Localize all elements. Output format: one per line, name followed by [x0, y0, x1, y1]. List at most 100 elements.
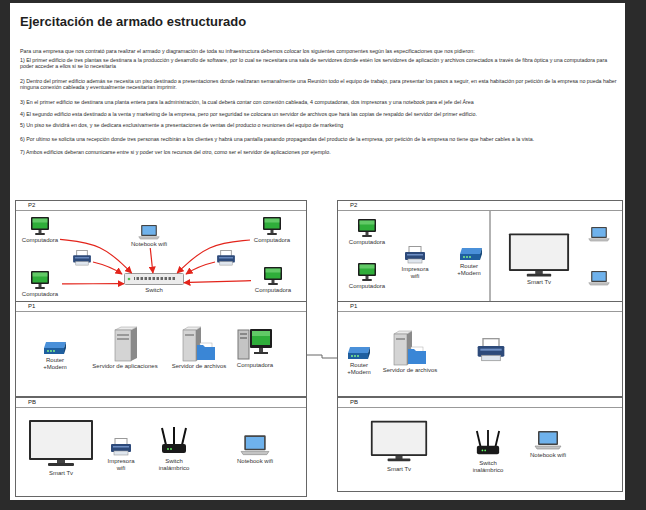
floor-box: P1Router +ModemServidor de archivos	[337, 301, 623, 397]
device-node: Computadora	[250, 216, 294, 244]
device-node: Computadora	[251, 266, 295, 294]
computer-icon	[358, 263, 376, 281]
device-label: Switch inalámbrico	[468, 460, 508, 474]
text-holder: Para una empresa que nos contrató para r…	[20, 48, 620, 54]
instruction-text: 6) Por ultimo se solicita una recepción …	[20, 136, 620, 142]
notebook-icon	[535, 431, 561, 449]
device-label: Servidor de archivos	[377, 367, 443, 374]
instruction-text: 7) Ambos edificios deberan comunicarse e…	[20, 149, 620, 155]
switch-icon	[125, 273, 184, 285]
device-label: Notebook wifi	[232, 458, 278, 465]
room-divider	[490, 211, 491, 301]
file-server-icon	[183, 327, 215, 361]
text-holder: 6) Por ultimo se solicita una recepción …	[20, 136, 620, 142]
device-node: Smart Tv	[508, 232, 570, 286]
cable-arrow	[184, 281, 251, 283]
instruction-text: 5) Un piso se dividirá en dos, y se dedi…	[20, 122, 620, 128]
printer-cable-arrow	[93, 262, 122, 274]
floor-box: P1Router +Modem Servidor de aplicacionesS…	[15, 301, 307, 397]
computer-icon	[31, 217, 49, 235]
cable-arrow	[62, 283, 124, 284]
wireless-switch-icon	[162, 427, 186, 453]
device-node: Servidor de aplicaciones	[86, 326, 164, 370]
notebook-icon	[139, 225, 159, 239]
device-label: Computadora	[251, 287, 295, 294]
device-node: Servidor de archivos	[166, 326, 232, 370]
computer-icon	[358, 219, 376, 237]
device-label: Impresora wifi	[103, 458, 139, 472]
device-node: Computadora	[18, 270, 62, 298]
printer-icon	[217, 250, 235, 265]
device-label: Computadora	[250, 237, 294, 244]
router-icon	[44, 342, 66, 354]
device-node: Switch	[124, 273, 184, 294]
device-label: Computadora	[345, 239, 389, 246]
computer-icon	[31, 271, 49, 289]
device-node: Impresora wifi	[397, 246, 433, 280]
floor-label: P1	[16, 302, 306, 312]
device-label: Computadora	[234, 362, 276, 369]
tv-icon	[509, 233, 569, 276]
device-node: Smart Tv	[370, 418, 428, 473]
notebook-icon	[589, 271, 609, 285]
instruction-text: 4) El segundo edificio esta destinado a …	[20, 111, 620, 117]
device-label: Computadora	[345, 283, 389, 290]
cable-arrow	[60, 239, 132, 273]
printer-icon	[478, 339, 505, 361]
floor-box: P2ComputadoraNotebook wifiComputadoraCom…	[15, 200, 307, 302]
floor-box: P2ComputadoraImpresora wifiRouter +Modem…	[337, 200, 623, 302]
printer-icon	[405, 247, 425, 264]
device-node: Router +Modem	[36, 340, 74, 371]
device-label: Notebook wifi	[525, 452, 571, 459]
router-icon	[348, 347, 370, 359]
tv-icon	[29, 420, 93, 466]
device-label: Smart Tv	[370, 466, 428, 473]
wireless-switch-icon	[477, 430, 499, 454]
floor-label: PB	[338, 398, 622, 408]
computer-icon	[264, 267, 282, 285]
instruction-text: 2) Dentro del primer edificio además se …	[20, 78, 620, 90]
instruction-text: 3) En el primer edificio se destinara un…	[20, 99, 620, 105]
floor-box: PB Smart Tv Impresora wifi Switch inalámbri…	[15, 397, 307, 497]
device-node: Notebook wifi	[232, 434, 278, 465]
device-node: Impresora wifi	[103, 438, 139, 472]
floor-label: PB	[16, 398, 306, 408]
device-node: Computadora	[20, 216, 60, 244]
device-label: Switch inalámbrico	[154, 458, 194, 472]
printer-icon	[111, 439, 131, 456]
floor-label: P1	[338, 302, 622, 312]
computer-icon	[263, 217, 281, 235]
device-label: Servidor de archivos	[166, 363, 232, 370]
title-holder: Ejercitación de armado estructurado	[20, 14, 246, 29]
tv-icon	[371, 421, 427, 461]
printer-icon	[73, 250, 91, 265]
desktop-icon	[238, 329, 272, 359]
device-node: Computadora	[234, 326, 276, 369]
device-node: Router +Modem	[340, 345, 378, 376]
device-label: Switch	[124, 287, 184, 294]
device-node: Computadora	[345, 218, 389, 246]
server-icon	[115, 327, 137, 361]
page-title: Ejercitación de armado estructurado	[20, 14, 246, 29]
floor-box: PB Smart Tv Switch inalámbrico Notebook wif…	[337, 397, 623, 492]
printer-cable-arrow	[186, 262, 215, 274]
text-holder: 1) El primer edificio de tres plantas se…	[20, 57, 620, 69]
device-node: Smart Tv	[28, 418, 94, 477]
device-label: Impresora wifi	[397, 266, 433, 280]
cable-arrow	[177, 240, 250, 273]
device-node: Notebook wifi	[525, 430, 571, 459]
device-node: Notebook wifi	[128, 224, 170, 248]
device-node: Servidor de archivos	[377, 330, 443, 374]
device-label: Smart Tv	[508, 279, 570, 286]
instruction-text: 1) El primer edificio de tres plantas se…	[20, 57, 620, 69]
device-node: Router +Modem	[451, 246, 487, 277]
device-label: Computadora	[18, 291, 62, 298]
router-icon	[460, 248, 482, 260]
floor-label: P2	[338, 201, 622, 211]
text-holder: 5) Un piso se dividirá en dos, y se dedi…	[20, 122, 620, 128]
device-label: Computadora	[20, 237, 60, 244]
notebook-icon	[589, 227, 609, 241]
floor-label: P2	[16, 201, 306, 211]
